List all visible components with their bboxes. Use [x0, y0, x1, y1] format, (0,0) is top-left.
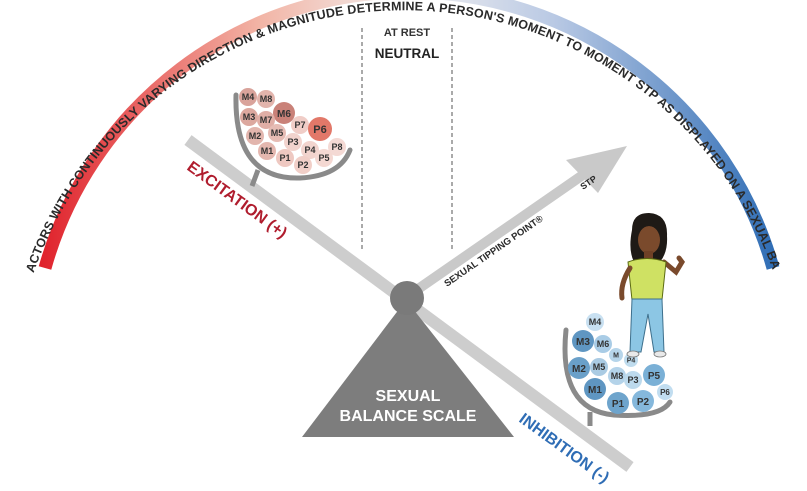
inhibition-factor-ball-label: M5 [593, 362, 606, 372]
inhibition-factor-ball-label: M2 [572, 364, 586, 375]
excitation-factor-ball [291, 116, 309, 134]
excitation-factor-ball-label: P8 [331, 142, 342, 152]
excitation-factor-ball [308, 117, 332, 141]
excitation-factor-ball-label: M4 [242, 92, 255, 102]
scale-title-line1: SEXUAL [376, 388, 441, 405]
excitation-factor-ball-label: P2 [297, 160, 308, 170]
inhibition-factor-ball-label: M1 [588, 385, 602, 396]
fulcrum-base [302, 300, 514, 437]
excitation-factor-ball [240, 108, 258, 126]
at-rest-label: AT REST [384, 27, 431, 39]
tipping-point-arrow [403, 146, 627, 301]
excitation-factor-ball [268, 124, 286, 142]
inhibition-factor-ball-label: M6 [597, 339, 610, 349]
inhibition-factor-ball [609, 348, 623, 362]
inhibition-factor-ball-label: M4 [589, 317, 602, 327]
inhibition-factor-ball [572, 330, 594, 352]
inhibition-factor-ball-label: P4 [627, 357, 636, 364]
inhibition-factor-ball [632, 390, 654, 412]
excitation-factor-ball-label: M8 [260, 94, 273, 104]
inhibition-factor-ball [594, 335, 612, 353]
excitation-factor-ball-label: M2 [249, 131, 262, 141]
excitation-factor-ball-label: M5 [271, 128, 284, 138]
inhibition-factor-ball-label: M [613, 352, 619, 359]
inhibition-factor-ball [607, 392, 629, 414]
excitation-factor-ball [276, 149, 294, 167]
inhibition-factor-ball [590, 358, 608, 376]
excitation-factor-ball [328, 138, 346, 156]
inhibition-factor-ball-label: P6 [660, 388, 670, 397]
excitation-factor-ball-label: M1 [261, 146, 274, 156]
tipping-point-label: SEXUAL TIPPING POINT® [442, 213, 545, 289]
excitation-factor-ball [258, 142, 276, 160]
excitation-factor-ball-label: P4 [304, 145, 315, 155]
inhibition-factor-ball-label: M8 [611, 371, 624, 381]
neutral-label: NEUTRAL [375, 46, 440, 61]
excitation-factor-ball-label: M6 [277, 109, 291, 120]
inhibition-factor-ball-label: M3 [576, 337, 590, 348]
excitation-factor-ball-label: P7 [294, 120, 305, 130]
inhibition-pan [562, 327, 673, 426]
excitation-factor-ball [294, 156, 312, 174]
inhibition-factor-ball-label: P2 [637, 397, 650, 408]
excitation-factor-ball [257, 111, 275, 129]
excitation-factor-ball-label: M7 [260, 115, 273, 125]
inhibition-factor-ball [584, 378, 606, 400]
excitation-factor-ball [301, 141, 319, 159]
inhibition-factor-ball [608, 367, 626, 385]
inhibition-factor-ball-label: P3 [627, 375, 638, 385]
inhibition-factor-ball [643, 364, 665, 386]
excitation-factor-ball [257, 90, 275, 108]
inhibition-factor-ball-label: P5 [648, 371, 661, 382]
inhibition-factor-ball-label: P1 [612, 399, 625, 410]
excitation-factor-ball [239, 88, 257, 106]
excitation-factor-ball-label: P3 [287, 137, 298, 147]
excitation-factor-ball-label: P5 [318, 153, 329, 163]
excitation-factor-ball-label: P6 [313, 124, 326, 136]
pivot-circle [390, 281, 424, 315]
inhibition-factor-ball [657, 384, 673, 400]
inhibition-factor-ball [624, 371, 642, 389]
scale-title-line2: BALANCE SCALE [340, 408, 477, 425]
excitation-factor-ball-label: M3 [243, 112, 256, 122]
excitation-factor-ball [273, 102, 295, 124]
excitation-factor-ball [284, 133, 302, 151]
woman-character-illustration [619, 213, 686, 358]
gradient-arc-band [38, 0, 780, 270]
excitation-factor-ball [246, 127, 264, 145]
inhibition-factor-ball [568, 357, 590, 379]
inhibition-factor-ball [586, 313, 604, 331]
excitation-factor-ball-label: P1 [279, 153, 290, 163]
excitation-pan [233, 92, 353, 187]
excitation-factor-ball [315, 149, 333, 167]
